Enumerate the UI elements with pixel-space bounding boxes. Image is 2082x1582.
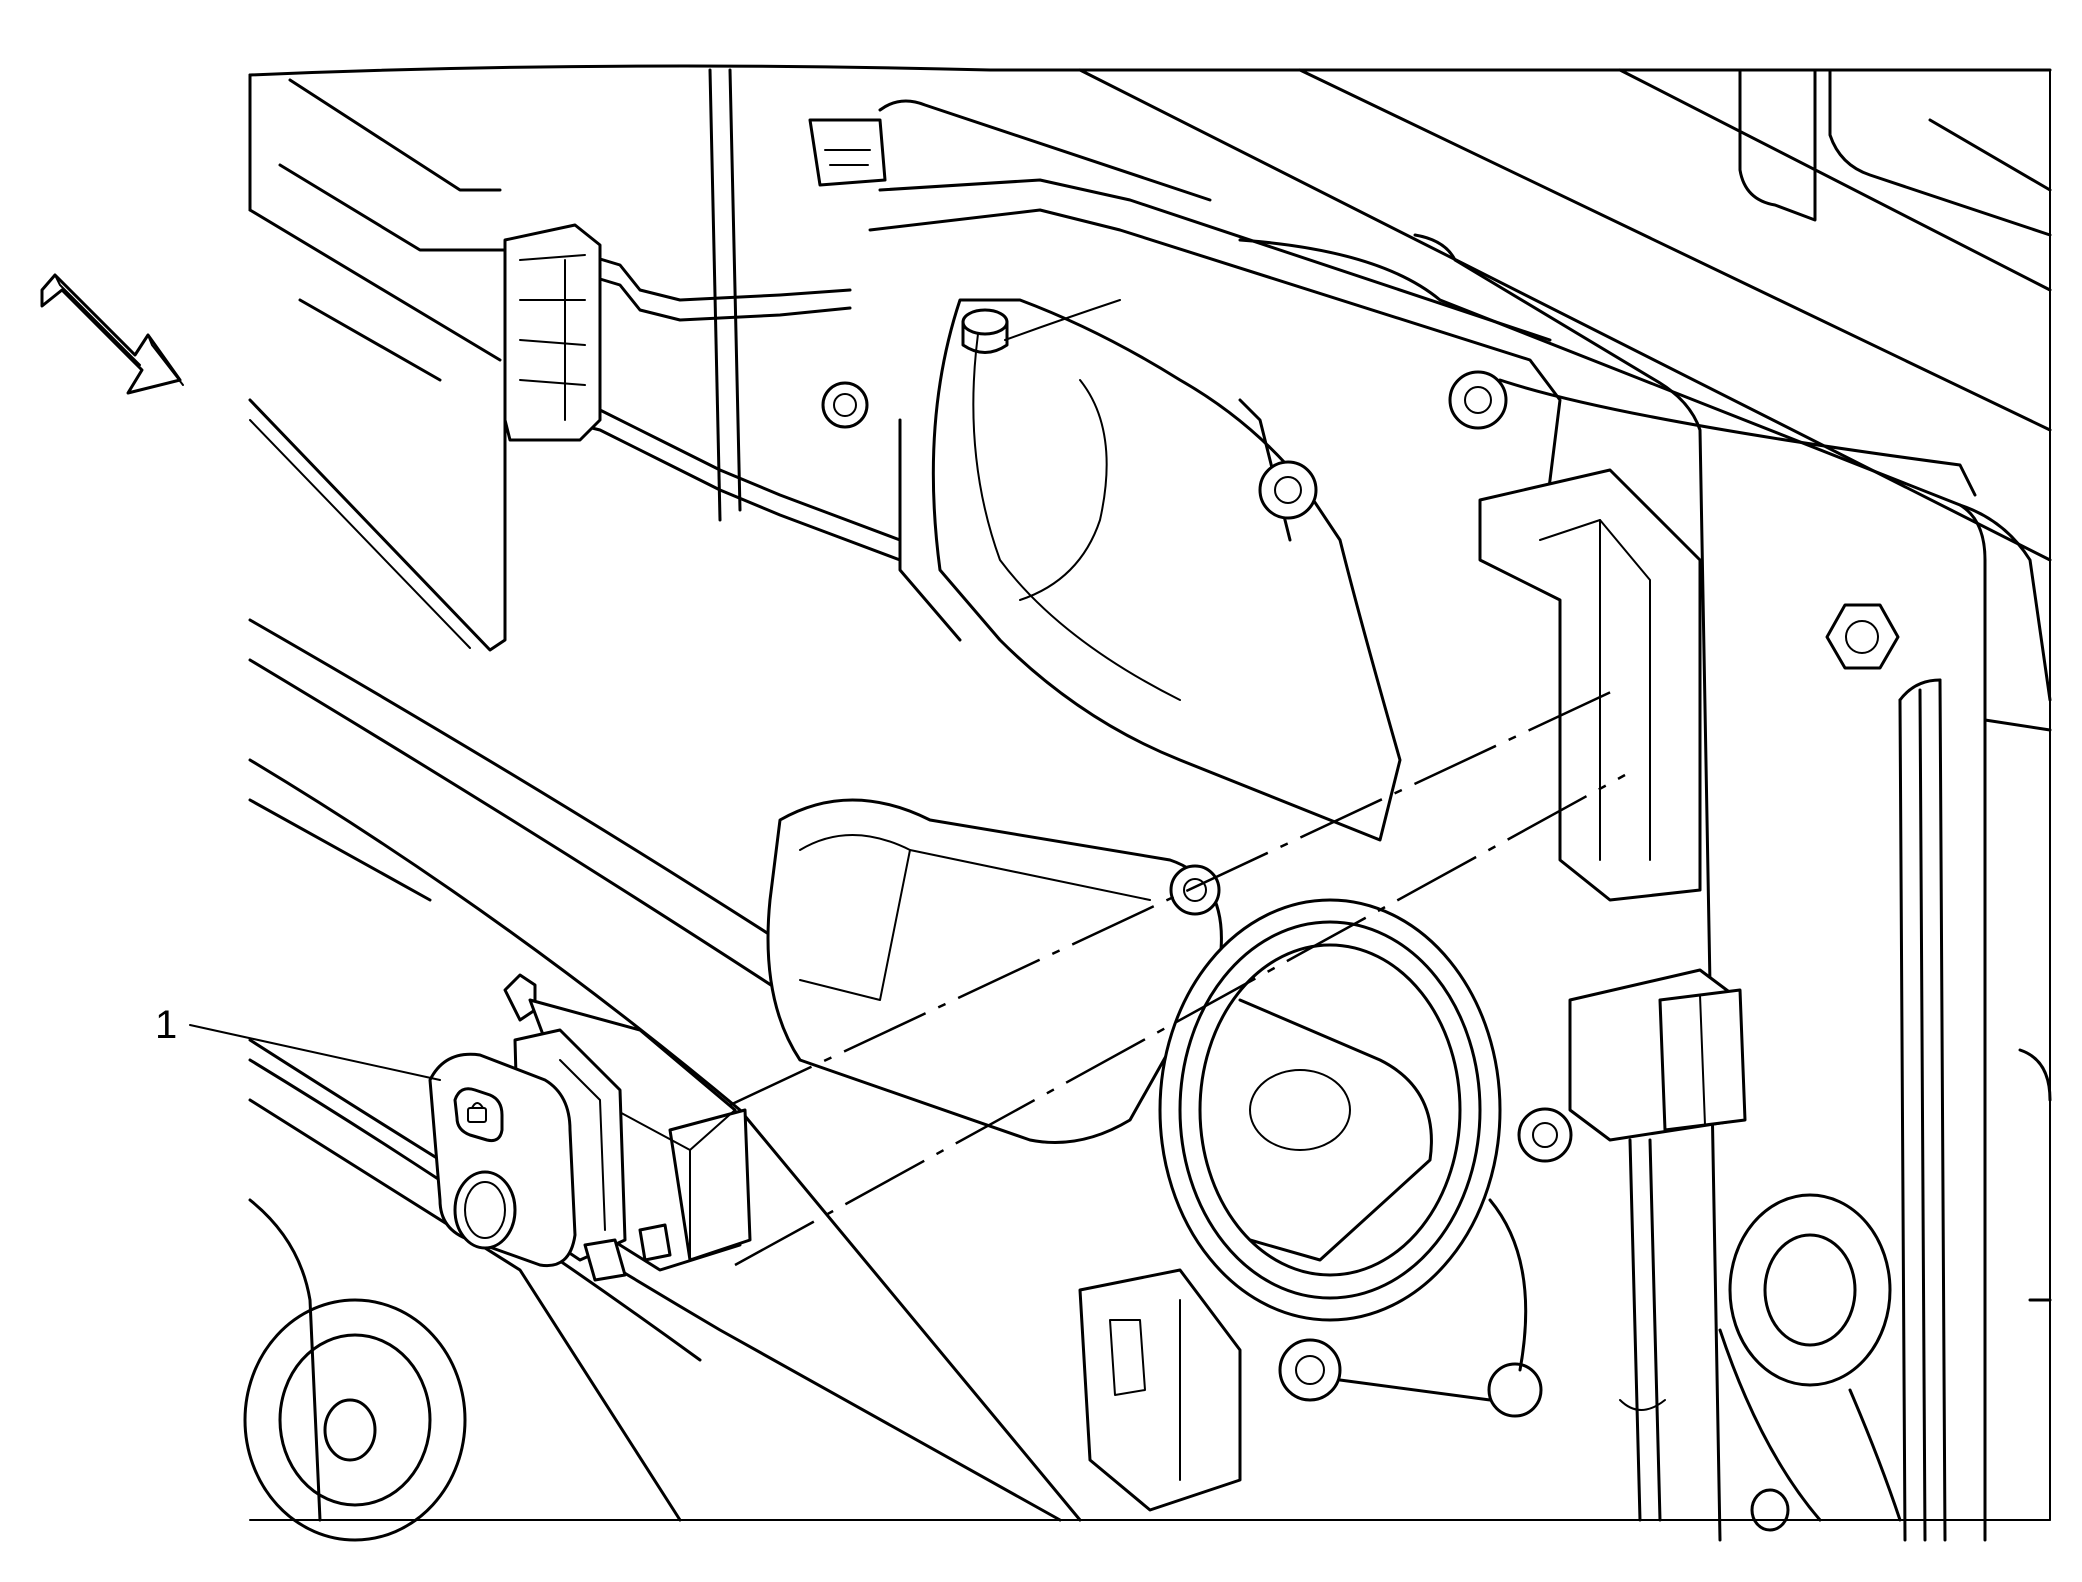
bolt xyxy=(1448,370,1508,430)
bolt xyxy=(1258,460,1318,520)
power-window-switch xyxy=(428,973,752,1282)
hex-nut xyxy=(1825,603,1900,670)
arrow-icon xyxy=(40,273,184,395)
callout-number: 1 xyxy=(155,1003,177,1047)
bolt xyxy=(1278,1338,1342,1402)
wiring-harness xyxy=(503,223,902,562)
installation-guide-lines xyxy=(729,688,1626,1267)
lock-switch-icon xyxy=(453,1087,504,1142)
bolt xyxy=(1487,1362,1543,1418)
bolt xyxy=(1169,864,1221,916)
window-motor xyxy=(766,798,1573,1512)
door-inner-panel xyxy=(243,64,2052,1542)
callout-1: 1 xyxy=(155,1003,441,1081)
bolt xyxy=(821,381,869,429)
door-handle-housing xyxy=(808,99,1900,842)
regulator-bracket xyxy=(1478,468,1747,1522)
bolt xyxy=(1517,1107,1573,1163)
window-button-icon xyxy=(453,1170,517,1250)
